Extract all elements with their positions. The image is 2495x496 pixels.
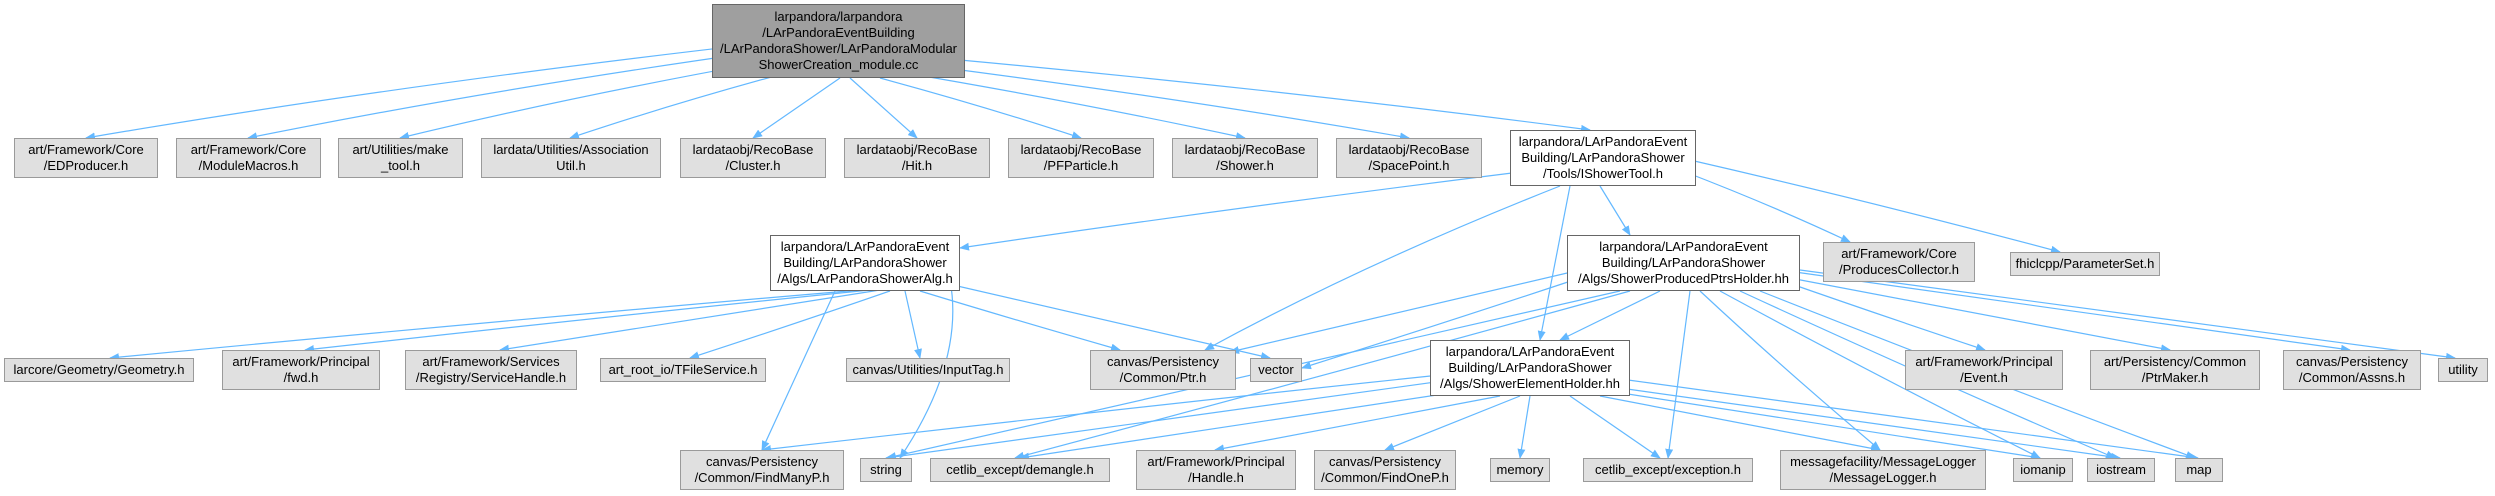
dependency-edge (1619, 387, 2121, 461)
dependency-edge (1599, 185, 1631, 236)
dependency-edge (919, 290, 1121, 352)
dependency-edge (899, 71, 1246, 141)
dependency-edge (879, 77, 1082, 139)
dependency-edge (1229, 269, 1581, 354)
node-ptr[interactable]: canvas/Persistency /Common/Ptr.h (1090, 350, 1236, 390)
node-make-tool[interactable]: art/Utilities/make _tool.h (338, 138, 463, 178)
node-demangle[interactable]: cetlib_except/demangle.h (930, 458, 1110, 482)
dependency-edge (752, 77, 841, 139)
dependency-edge (885, 379, 1451, 461)
node-ptrmaker[interactable]: art/Persistency/Common /PtrMaker.h (2090, 350, 2260, 390)
node-event[interactable]: art/Framework/Principal /Event.h (1905, 350, 2063, 390)
node-handle[interactable]: art/Framework/Principal /Handle.h (1136, 450, 1296, 490)
node-pfparticle[interactable]: lardataobj/RecoBase /PFParticle.h (1008, 138, 1154, 178)
node-utility[interactable]: utility (2438, 358, 2488, 382)
dependency-edge (1014, 290, 1631, 460)
node-tfileservice[interactable]: art_root_io/TFileService.h (600, 358, 766, 382)
dependency-edge (1665, 290, 1691, 459)
node-hit[interactable]: lardataobj/RecoBase /Hit.h (844, 138, 990, 178)
node-showerproducedptrsholder[interactable]: larpandora/LArPandoraEvent Building/LArP… (1567, 235, 1800, 291)
node-assns[interactable]: canvas/Persistency /Common/Assns.h (2283, 350, 2421, 390)
node-inputtag[interactable]: canvas/Utilities/InputTag.h (846, 358, 1010, 382)
node-principal-fwd[interactable]: art/Framework/Principal /fwd.h (222, 350, 380, 390)
node-string[interactable]: string (860, 458, 912, 482)
dependency-edge (1627, 379, 2199, 461)
node-messagelogger[interactable]: messagefacility/MessageLogger /MessageLo… (1780, 450, 1986, 490)
node-modulemacros[interactable]: art/Framework/Core /ModuleMacros.h (176, 138, 321, 178)
node-iomanip[interactable]: iomanip (2013, 458, 2073, 482)
dependency-edge (1517, 395, 1531, 459)
dependency-edge (499, 289, 881, 353)
dependency-edge (929, 65, 1410, 141)
node-parameterset[interactable]: fhiclcpp/ParameterSet.h (2010, 252, 2160, 276)
dependency-edge (904, 290, 922, 359)
node-edproducer[interactable]: art/Framework/Core /EDProducer.h (14, 138, 158, 178)
node-iostream[interactable]: iostream (2087, 458, 2155, 482)
dependency-edge (1569, 395, 1661, 459)
dependency-edge (1719, 290, 2041, 459)
node-findmanyp[interactable]: canvas/Persistency /Common/FindManyP.h (680, 450, 844, 490)
node-shower[interactable]: lardataobj/RecoBase /Shower.h (1172, 138, 1318, 178)
dependency-edge (1559, 290, 1661, 341)
dependency-edge (1384, 395, 1521, 451)
node-spacepoint[interactable]: lardataobj/RecoBase /SpacePoint.h (1336, 138, 1482, 178)
dependency-edge (1537, 185, 1571, 341)
dependency-edge (304, 289, 871, 353)
node-servicehandle[interactable]: art/Framework/Services /Registry/Service… (405, 350, 577, 390)
dependency-edge (939, 281, 1271, 360)
node-modular-shower-creation-module[interactable]: larpandora/larpandora /LArPandoraEventBu… (712, 4, 965, 78)
node-producescollector[interactable]: art/Framework/Core /ProducesCollector.h (1823, 242, 1975, 282)
dependency-edge (1789, 277, 2171, 353)
node-ishowertool[interactable]: larpandora/LArPandoraEvent Building/LArP… (1510, 130, 1696, 186)
dependency-edge (1214, 395, 1501, 453)
node-vector[interactable]: vector (1250, 358, 1302, 382)
dependency-edge (959, 171, 1521, 251)
dependency-edge (1614, 391, 2041, 461)
dependency-edge (1019, 389, 1471, 461)
dependency-edge (1204, 185, 1561, 351)
dependency-edge (1679, 169, 1851, 243)
dependency-edge (1779, 279, 1986, 351)
node-showerelementholder[interactable]: larpandora/LArPandoraEvent Building/LArP… (1430, 340, 1630, 396)
dependency-edge (85, 39, 791, 141)
node-cluster[interactable]: lardataobj/RecoBase /Cluster.h (680, 138, 826, 178)
dependency-edge (1699, 290, 1881, 451)
node-geometry[interactable]: larcore/Geometry/Geometry.h (4, 358, 194, 382)
node-association-util[interactable]: lardata/Utilities/Association Util.h (481, 138, 661, 178)
dependency-edge (1599, 395, 1881, 453)
node-map[interactable]: map (2175, 458, 2223, 482)
node-larpandorashoweralg[interactable]: larpandora/LArPandoraEvent Building/LArP… (770, 235, 960, 291)
node-exception[interactable]: cetlib_except/exception.h (1583, 458, 1753, 482)
dependency-edge (1689, 159, 2061, 254)
node-memory[interactable]: memory (1490, 458, 1550, 482)
dependency-edge (849, 77, 918, 139)
dependency-edge (1794, 271, 2351, 353)
dependency-edge (1301, 277, 1581, 370)
dependency-edge (761, 290, 836, 451)
dependency-edge (689, 290, 891, 360)
node-findonep[interactable]: canvas/Persistency /Common/FindOneP.h (1314, 450, 1456, 490)
dependency-edge (109, 289, 861, 362)
dependency-edge (761, 374, 1441, 453)
dependency-edge (959, 59, 1591, 133)
